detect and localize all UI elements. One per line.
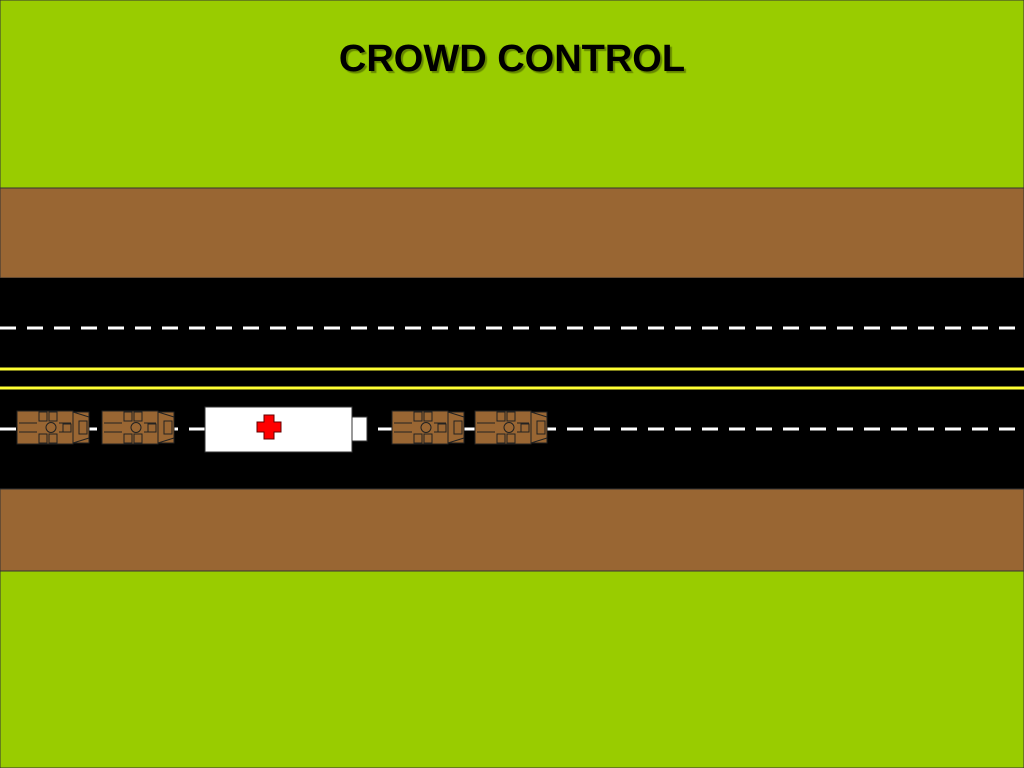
military-vehicle-3	[391, 410, 465, 445]
grass-bottom	[0, 570, 1024, 768]
dirt-shoulder-top	[0, 187, 1024, 279]
red-cross-icon	[256, 414, 282, 440]
ambulance-icon	[204, 406, 368, 453]
dirt-shoulder-bottom	[0, 488, 1024, 572]
grass-top	[0, 0, 1024, 189]
road	[0, 278, 1024, 489]
military-vehicle-0	[16, 410, 90, 445]
page-title: CROWD CONTROL	[338, 38, 686, 80]
military-vehicle-1	[101, 410, 175, 445]
military-vehicle-4	[474, 410, 548, 445]
convoy	[16, 406, 548, 453]
